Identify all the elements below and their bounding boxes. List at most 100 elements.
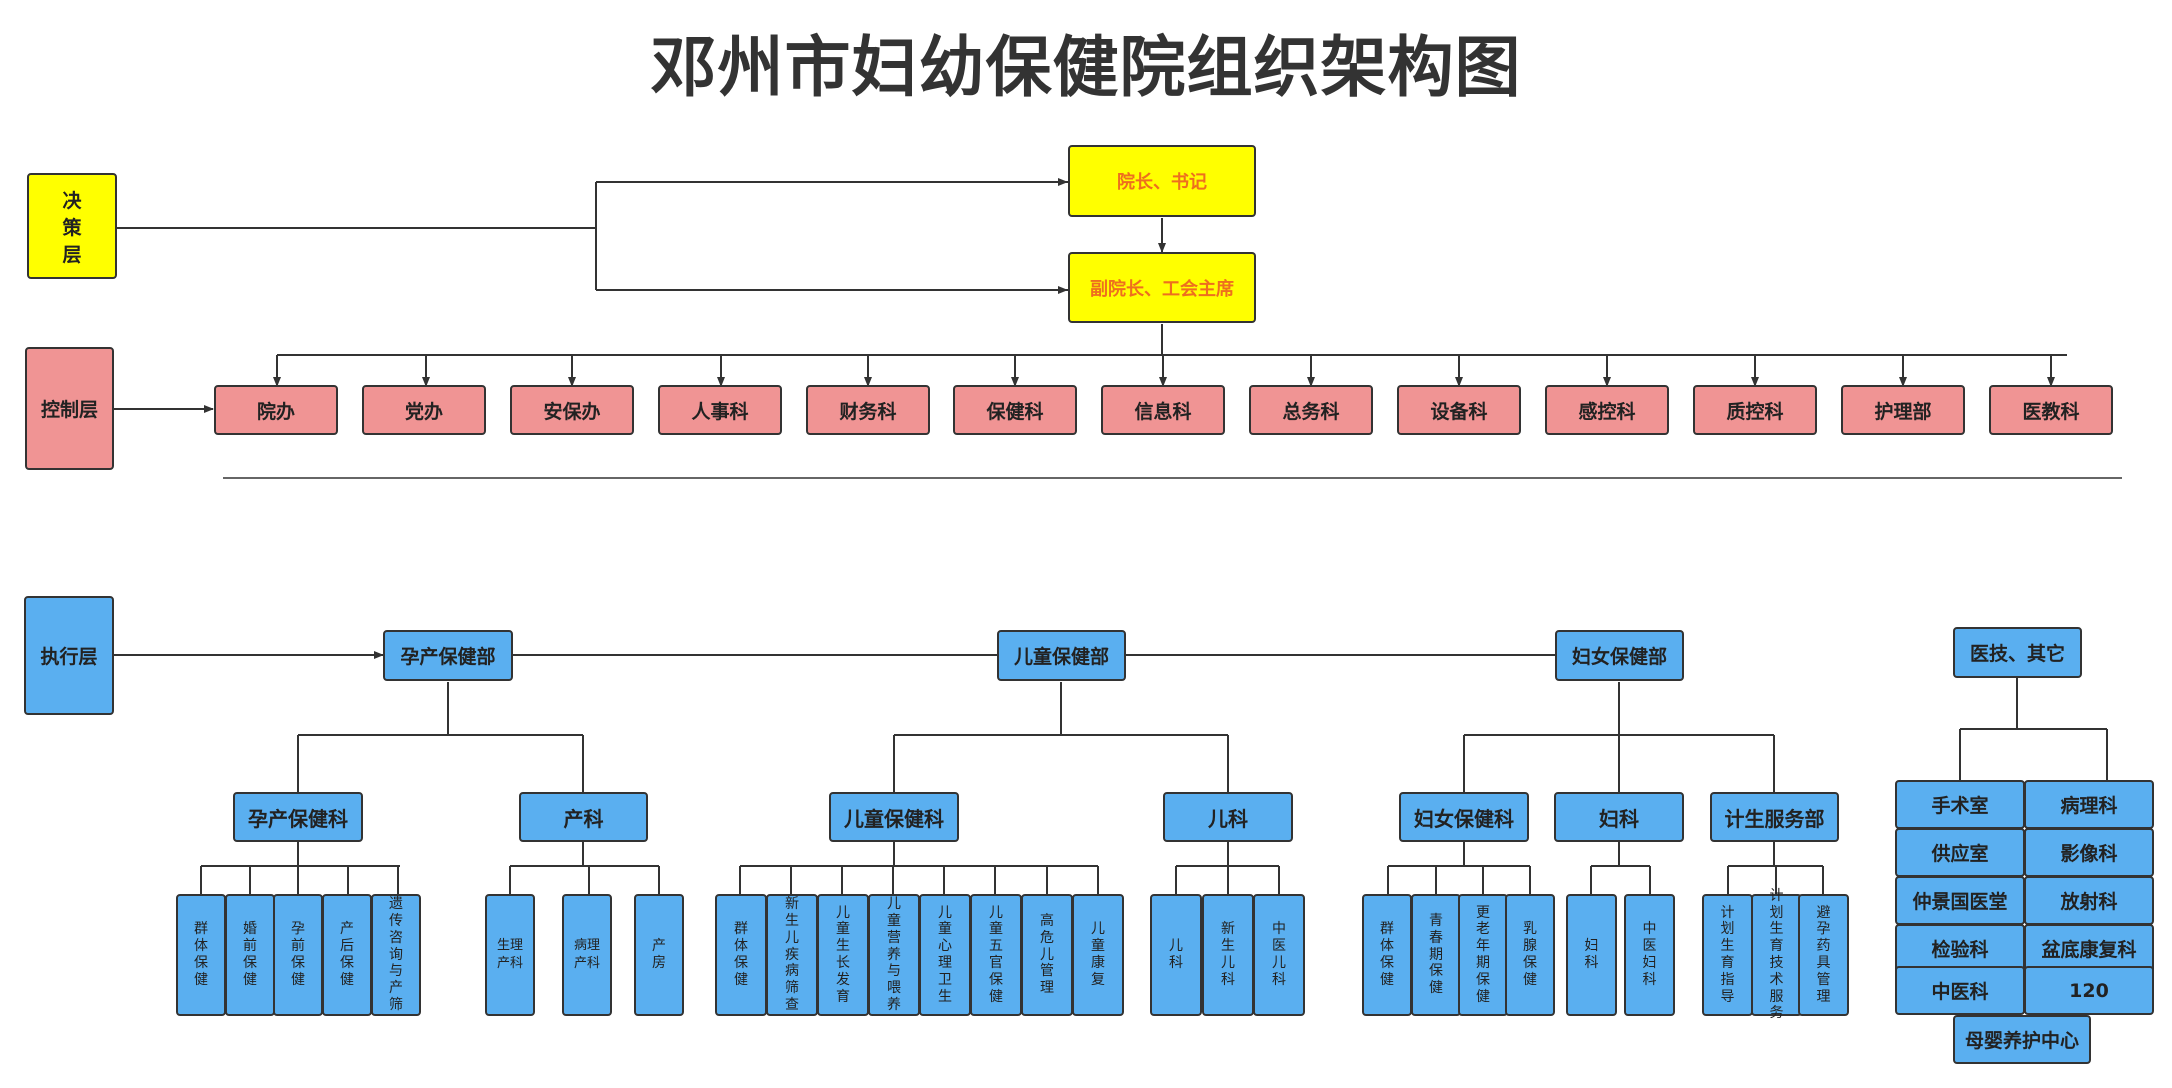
unit-label: 孕前保健	[291, 921, 305, 988]
subdept: 儿童保健科	[829, 792, 959, 842]
unit-box: 妇科	[1566, 894, 1617, 1016]
unit-label: 生理产科	[496, 938, 523, 971]
subdept: 产科	[519, 792, 648, 842]
unit-label: 中医儿科	[1272, 921, 1286, 988]
unit-label: 遗传咨询与产筛	[389, 896, 403, 1013]
unit-label: 计划生育技术服务	[1769, 887, 1784, 1022]
unit-label: 群体保健	[194, 921, 208, 988]
unit-box: 病理产科	[562, 894, 612, 1016]
unit-box: 乳腺保健	[1505, 894, 1555, 1016]
unit-box: 儿童康复	[1072, 894, 1124, 1016]
layer-execution: 执行层	[24, 596, 114, 715]
subdept: 妇女保健科	[1399, 792, 1529, 842]
unit-label: 新生儿疾病筛查	[785, 896, 799, 1013]
subdept: 妇科	[1554, 792, 1684, 842]
unit-label: 高危儿管理	[1040, 913, 1054, 997]
layer-control: 控制层	[25, 347, 114, 470]
unit-box: 新生儿疾病筛查	[766, 894, 818, 1016]
page-title: 邓州市妇幼保健院组织架构图	[650, 29, 1522, 106]
unit-label: 群体保健	[1380, 921, 1394, 988]
dept-child: 儿童保健部	[997, 630, 1126, 681]
subdept: 儿科	[1163, 792, 1293, 842]
connector	[1175, 842, 1280, 894]
unit-box: 儿童生长发育	[817, 894, 869, 1016]
connector	[1590, 842, 1651, 894]
dept-medtech: 医技、其它	[1953, 627, 2082, 678]
unit-label: 妇科	[1584, 938, 1599, 971]
medtech-item: 120	[2024, 966, 2154, 1015]
dept-women: 妇女保健部	[1555, 630, 1684, 681]
subdept: 孕产保健科	[233, 792, 363, 842]
ctrl-dept: 党办	[362, 385, 486, 435]
unit-box: 儿童五官保健	[970, 894, 1022, 1016]
unit-box: 避孕药具管理	[1798, 894, 1849, 1016]
unit-label: 儿童康复	[1091, 921, 1105, 988]
unit-box: 群体保健	[715, 894, 767, 1016]
dept-maternal: 孕产保健部	[383, 630, 513, 681]
unit-box: 孕前保健	[273, 894, 323, 1016]
unit-label: 产房	[652, 938, 666, 971]
unit-box: 中医儿科	[1253, 894, 1305, 1016]
unit-label: 儿童五官保健	[989, 904, 1003, 1005]
ctrl-arrows	[273, 355, 2055, 387]
ctrl-dept: 总务科	[1249, 385, 1373, 435]
unit-label: 乳腺保健	[1523, 921, 1537, 988]
ctrl-dept: 保健科	[953, 385, 1077, 435]
unit-label: 儿科	[1169, 938, 1183, 971]
unit-box: 儿童心理卫生	[919, 894, 971, 1016]
unit-label: 婚前保健	[243, 921, 257, 988]
medtech-item: 影像科	[2024, 828, 2154, 877]
ctrl-dept: 护理部	[1841, 385, 1965, 435]
unit-box: 群体保健	[176, 894, 226, 1016]
medtech-item: 手术室	[1895, 780, 2025, 829]
unit-box: 儿童营养与喂养	[868, 894, 920, 1016]
layer-decision: 决策层	[27, 173, 117, 279]
unit-label: 更老年期保健	[1476, 904, 1490, 1005]
leader-director: 院长、书记	[1068, 145, 1256, 217]
connector	[297, 682, 584, 792]
unit-label: 避孕药具管理	[1816, 904, 1831, 1005]
unit-box: 生理产科	[485, 894, 535, 1016]
unit-box: 婚前保健	[225, 894, 275, 1016]
unit-label: 病理产科	[573, 938, 600, 971]
ctrl-dept: 信息科	[1101, 385, 1225, 435]
medtech-item: 病理科	[2024, 780, 2154, 829]
unit-box: 儿科	[1150, 894, 1202, 1016]
medtech-item: 仲景国医堂	[1895, 876, 2025, 925]
unit-box: 新生儿科	[1202, 894, 1254, 1016]
unit-box: 更老年期保健	[1458, 894, 1508, 1016]
unit-label: 儿童营养与喂养	[887, 896, 901, 1013]
leader-deputy: 副院长、工会主席	[1068, 252, 1256, 323]
unit-label: 产后保健	[340, 921, 354, 988]
unit-box: 遗传咨询与产筛	[371, 894, 421, 1016]
unit-box: 计划生育技术服务	[1751, 888, 1802, 1021]
connector	[1387, 842, 1531, 894]
unit-box: 群体保健	[1362, 894, 1412, 1016]
ctrl-dept: 质控科	[1693, 385, 1817, 435]
connector	[1727, 842, 1824, 894]
connector	[893, 682, 1229, 792]
medtech-item: 放射科	[2024, 876, 2154, 925]
ctrl-dept: 感控科	[1545, 385, 1669, 435]
medtech-item: 供应室	[1895, 828, 2025, 877]
layer-decision-label: 决策层	[62, 189, 82, 266]
medtech-item: 中医科	[1895, 966, 2025, 1015]
ctrl-dept: 财务科	[806, 385, 930, 435]
unit-label: 中医妇科	[1642, 921, 1657, 988]
unit-box: 产后保健	[322, 894, 372, 1016]
unit-box: 中医妇科	[1624, 894, 1675, 1016]
ctrl-dept: 医教科	[1989, 385, 2113, 435]
connector	[1463, 682, 1775, 792]
unit-box: 计划生育指导	[1702, 894, 1753, 1016]
subdept: 计生服务部	[1710, 792, 1839, 842]
unit-label: 计划生育指导	[1720, 904, 1735, 1005]
connector	[509, 842, 660, 894]
unit-label: 青春期保健	[1429, 913, 1443, 997]
connector	[739, 842, 1099, 894]
connector	[1959, 678, 2108, 780]
unit-box: 产房	[634, 894, 684, 1016]
unit-label: 儿童生长发育	[836, 904, 850, 1005]
ctrl-dept: 院办	[214, 385, 338, 435]
unit-label: 儿童心理卫生	[938, 904, 952, 1005]
ctrl-dept: 设备科	[1397, 385, 1521, 435]
